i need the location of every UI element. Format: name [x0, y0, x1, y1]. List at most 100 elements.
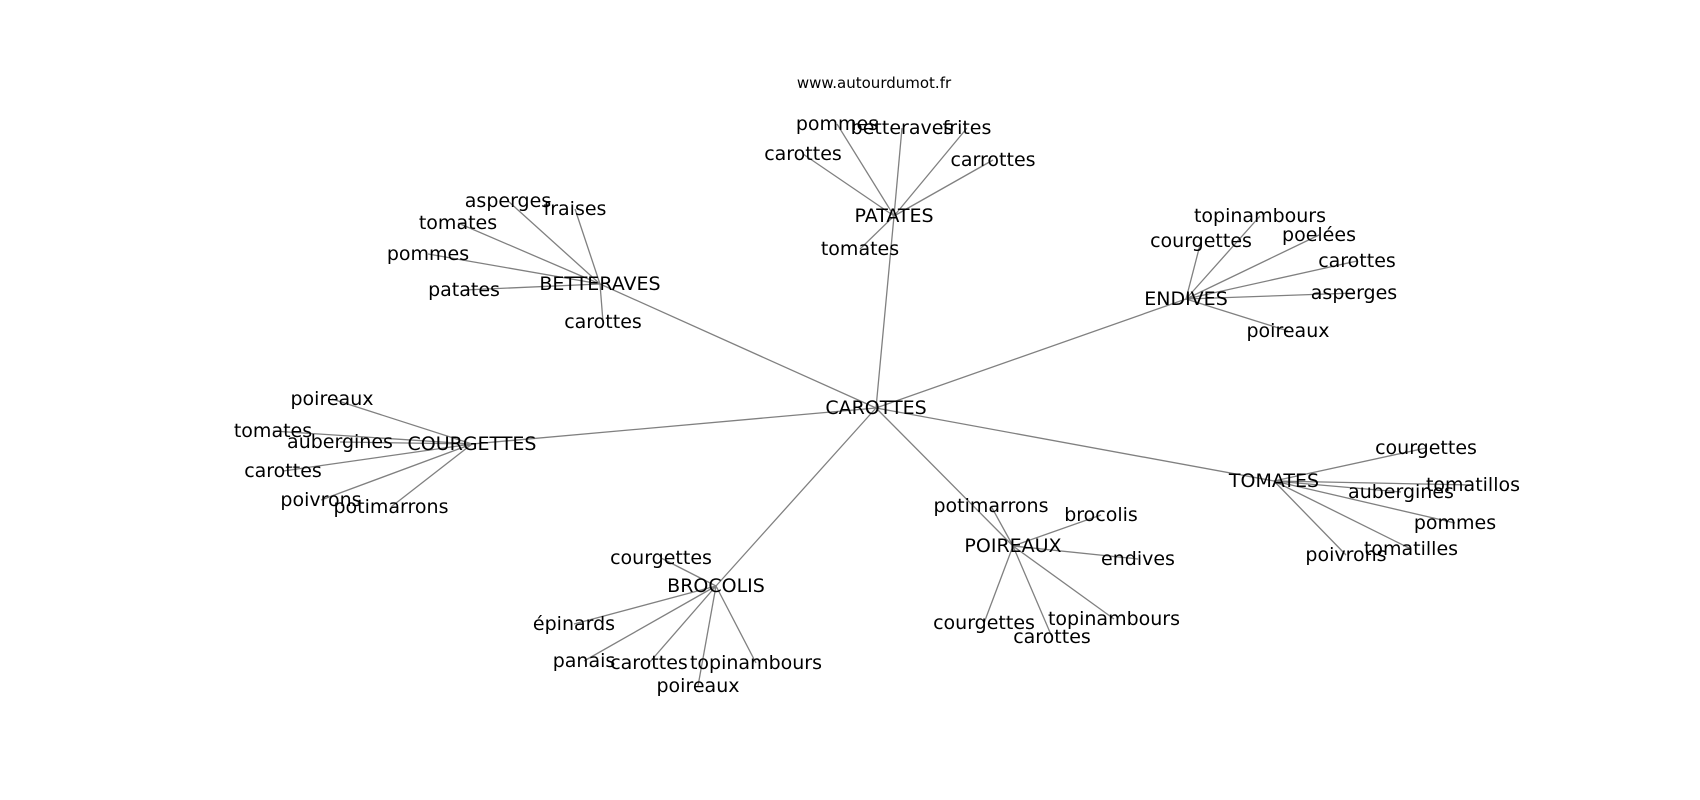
hub-node: BETTERAVES	[539, 273, 660, 295]
word-node: patates	[428, 279, 500, 301]
edge-hub-to-word	[1185, 240, 1202, 300]
edge-hub-to-word	[1185, 234, 1320, 300]
word-node: pommes	[387, 243, 469, 265]
word-node: potimarrons	[333, 496, 448, 518]
word-node: poivrons	[280, 489, 361, 511]
edge-hub-to-word	[836, 123, 895, 217]
word-node: asperges	[1311, 282, 1397, 304]
center-node: CAROTTES	[825, 397, 926, 419]
edges	[272, 123, 1474, 687]
word-node: frites	[943, 117, 992, 139]
edge-hub-to-word	[660, 557, 717, 587]
word-node: tomates	[234, 420, 312, 442]
edge-hub-to-word	[1185, 260, 1358, 300]
word-node: poelées	[1282, 224, 1356, 246]
edge-hub-to-word	[983, 545, 1014, 624]
edge-hub-to-word	[1185, 215, 1261, 300]
word-node: tomatilles	[1364, 538, 1458, 560]
word-node: courgettes	[1375, 437, 1477, 459]
hub-node: COURGETTES	[407, 433, 536, 455]
word-node: pommes	[1414, 512, 1496, 534]
word-node: topinambours	[1048, 608, 1180, 630]
word-node: pommes	[796, 113, 878, 135]
hub-node: POIREAUX	[964, 535, 1061, 557]
hub-node: TOMATES	[1228, 470, 1319, 492]
word-node: asperges	[465, 190, 551, 212]
word-node: poivrons	[1305, 544, 1386, 566]
word-node: carottes	[764, 143, 842, 165]
word-node: fraises	[544, 198, 607, 220]
edge-center-to-hub	[875, 407, 1275, 482]
edge-hub-to-word	[282, 443, 473, 472]
edge-hub-to-word	[1012, 545, 1115, 620]
word-node: poireaux	[291, 388, 374, 410]
word-node: poireaux	[657, 675, 740, 697]
edge-hub-to-word	[1273, 480, 1456, 524]
edge-hub-to-word	[457, 222, 601, 285]
word-node: aubergines	[287, 431, 393, 453]
edge-center-to-hub	[875, 298, 1187, 409]
word-node: topinambours	[690, 652, 822, 674]
word-node: carottes	[564, 311, 642, 333]
edge-hub-to-word	[1273, 447, 1427, 482]
hub-node: ENDIVES	[1144, 288, 1228, 310]
edge-hub-to-word	[859, 215, 895, 250]
hub-node: PATATES	[854, 205, 933, 227]
edge-hub-to-word	[1012, 514, 1102, 547]
word-node: betteraves	[851, 117, 954, 139]
edge-hub-to-word	[1185, 292, 1355, 300]
hub-node: BROCOLIS	[667, 575, 765, 597]
edge-hub-to-word	[390, 443, 473, 508]
edge-hub-to-word	[893, 159, 994, 217]
word-node: courgettes	[933, 612, 1035, 634]
edge-hub-to-word	[331, 398, 473, 445]
edge-hub-to-word	[715, 585, 757, 664]
edge-hub-to-word	[697, 585, 717, 687]
word-node: tomates	[821, 238, 899, 260]
word-node: aubergines	[1348, 481, 1454, 503]
word-node: panais	[553, 650, 616, 672]
edge-center-to-hub	[599, 283, 877, 409]
edge-hub-to-word	[463, 283, 601, 291]
edge-hub-to-word	[1012, 545, 1053, 638]
word-node: potimarrons	[933, 495, 1048, 517]
edge-hub-to-word	[1273, 480, 1402, 493]
word-node: courgettes	[610, 547, 712, 569]
edge-center-to-hub	[875, 407, 1014, 547]
edge-hub-to-word	[599, 283, 604, 323]
edge-hub-to-word	[1185, 298, 1289, 332]
edge-hub-to-word	[893, 127, 903, 217]
word-node: endives	[1101, 548, 1175, 570]
edge-hub-to-word	[893, 127, 968, 217]
word-node: topinambours	[1194, 205, 1326, 227]
edge-hub-to-word	[574, 208, 601, 285]
edge-hub-to-word	[339, 441, 473, 445]
edge-hub-to-word	[648, 585, 717, 664]
edge-hub-to-word	[272, 430, 473, 445]
edge-hub-to-word	[583, 585, 717, 662]
edge-center-to-hub	[471, 407, 877, 445]
word-node: carottes	[244, 460, 322, 482]
edge-hub-to-word	[507, 200, 601, 285]
edge-hub-to-word	[1273, 480, 1347, 556]
word-node: tomates	[419, 212, 497, 234]
edge-hub-to-word	[573, 585, 717, 625]
edge-hub-to-word	[1012, 545, 1139, 560]
word-node: carottes	[610, 652, 688, 674]
edge-hub-to-word	[427, 253, 601, 285]
edge-center-to-hub	[875, 215, 895, 409]
word-node: carottes	[1318, 250, 1396, 272]
word-node: tomatillos	[1426, 474, 1520, 496]
word-node: poireaux	[1247, 320, 1330, 342]
word-node: carottes	[1013, 626, 1091, 648]
edge-hub-to-word	[320, 443, 473, 501]
edge-hub-to-word	[802, 153, 895, 217]
edge-hub-to-word	[1273, 480, 1412, 550]
edge-hub-to-word	[1273, 480, 1474, 486]
word-node: carrottes	[950, 149, 1035, 171]
edge-hub-to-word	[990, 505, 1014, 547]
word-node: brocolis	[1064, 504, 1138, 526]
labels: CAROTTESPATATESpommesbetteravesfritescar…	[234, 113, 1520, 697]
word-node: épinards	[533, 613, 615, 635]
